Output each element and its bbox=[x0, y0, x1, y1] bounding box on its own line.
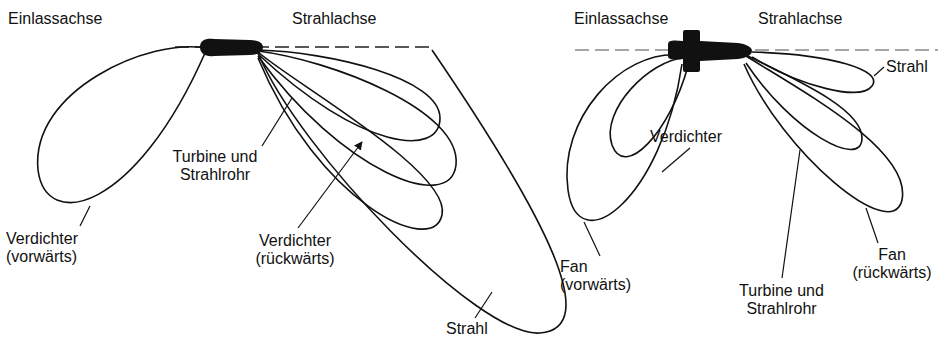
leader-line bbox=[874, 67, 884, 76]
leader-line bbox=[80, 206, 90, 226]
source-label: Turbine und Strahlrohr bbox=[724, 282, 839, 318]
axis-line bbox=[575, 49, 938, 51]
turbine-lobe bbox=[746, 56, 862, 149]
source-label: Verdichter bbox=[650, 128, 722, 146]
leader-line bbox=[782, 150, 800, 278]
leader-line bbox=[584, 222, 600, 256]
source-label: Verdichter (vorwärts) bbox=[6, 230, 106, 266]
axis-label: Strahlachse bbox=[758, 10, 843, 28]
jet-lobe bbox=[752, 52, 874, 92]
axis-label: Strahlachse bbox=[292, 10, 377, 28]
turbofan-engine bbox=[668, 30, 752, 72]
leader-arrow bbox=[298, 142, 362, 228]
turbine-lobe bbox=[258, 52, 442, 229]
leader-line bbox=[662, 148, 690, 172]
axis-label: Einlassachse bbox=[574, 10, 668, 28]
fan-rear-lobe bbox=[744, 56, 903, 212]
turbojet-engine bbox=[200, 39, 263, 56]
source-label: Fan (vorwärts) bbox=[560, 258, 660, 294]
source-label: Strahl bbox=[446, 320, 488, 338]
source-label: Turbine und Strahlrohr bbox=[160, 148, 270, 184]
source-label: Strahl bbox=[886, 58, 928, 76]
leader-line bbox=[866, 208, 878, 243]
jet-lobe bbox=[258, 50, 566, 333]
source-label: Fan (rückwärts) bbox=[846, 246, 938, 282]
leader-line bbox=[262, 98, 292, 146]
leader-line bbox=[475, 292, 492, 318]
axis-label: Einlassachse bbox=[8, 10, 102, 28]
compressor-rear-lobe bbox=[258, 51, 456, 185]
source-label: Verdichter (rückwärts) bbox=[240, 232, 350, 268]
compressor-rear-lobe bbox=[258, 50, 440, 141]
